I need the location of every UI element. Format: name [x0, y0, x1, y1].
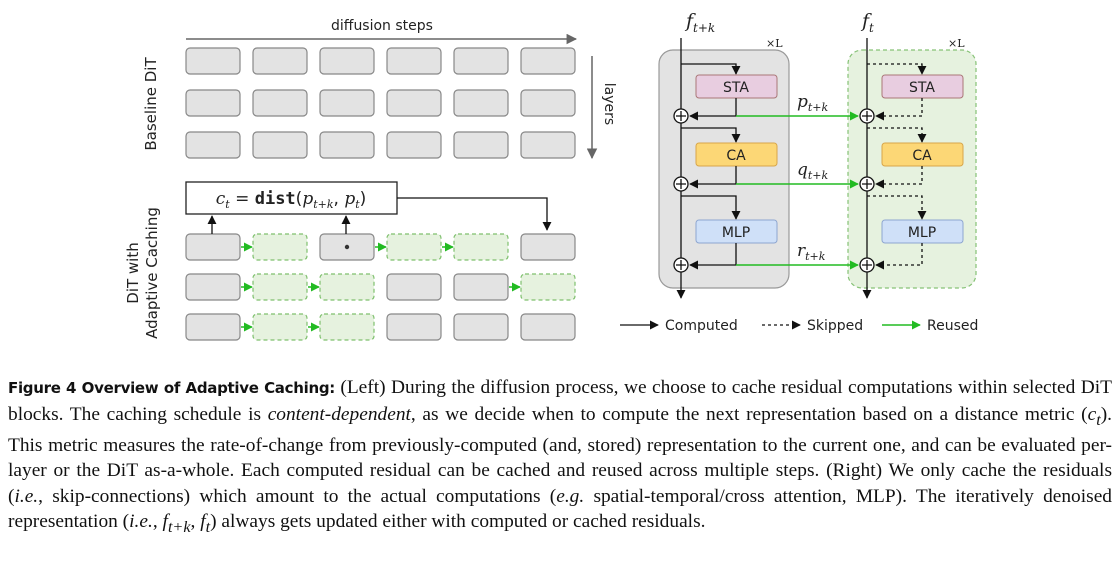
caption-math: f — [162, 511, 168, 533]
adaptive-label-line1: DiT with — [124, 242, 142, 303]
caption-emphasis: e.g. — [556, 485, 585, 507]
mlp-label-computed: MLP — [722, 225, 750, 241]
legend-computed: Computed — [665, 318, 738, 334]
baseline-block — [453, 89, 509, 117]
caption-text: , skip-connections) which amount to the … — [38, 485, 557, 507]
caption-math-sub: t — [1096, 411, 1101, 429]
cached-block — [252, 313, 308, 341]
ca-label-skipped: CA — [912, 148, 932, 164]
caption-text: ). This metric measures the rate-of-chan… — [8, 403, 1112, 507]
caption-text: , — [152, 511, 163, 533]
computed-block — [386, 313, 442, 341]
computed-block — [453, 273, 509, 301]
plus-icon — [673, 108, 689, 124]
cached-block — [252, 273, 308, 301]
caption-emphasis: i.e. — [129, 511, 153, 533]
baseline-grid — [185, 47, 576, 159]
baseline-block — [386, 131, 442, 159]
caption-text: spatial-temporal/cross attention, MLP). … — [8, 485, 1112, 533]
cached-block — [520, 273, 576, 301]
caption-emphasis: content-dependent — [267, 403, 411, 425]
sta-label-skipped: STA — [909, 80, 935, 96]
repeat-label-left: ×L — [766, 37, 783, 50]
plus-nodes — [673, 108, 875, 273]
ca-label-computed: CA — [726, 148, 746, 164]
baseline-block — [520, 131, 576, 159]
baseline-block — [252, 47, 308, 75]
legend-reused: Reused — [927, 318, 978, 334]
caption-text: , as we decide when to compute the next … — [410, 403, 1088, 425]
computed-block — [520, 313, 576, 341]
cached-block — [252, 233, 308, 261]
reuse-arrows — [736, 111, 859, 270]
computed-block — [185, 233, 241, 261]
caption-math: f — [200, 511, 206, 533]
skipped-blocks: STA CA MLP — [867, 63, 964, 270]
caption-text: ) always gets updated either with comput… — [210, 511, 706, 533]
formula: ct = dist(pt+k, pt) — [216, 189, 367, 211]
figure-caption: Figure 4 Overview of Adaptive Caching: (… — [8, 375, 1112, 541]
baseline-block — [319, 89, 375, 117]
plus-icon — [673, 257, 689, 273]
input-left: ft+k — [684, 10, 715, 35]
plus-icon — [859, 176, 875, 192]
cached-block — [453, 233, 509, 261]
baseline-block — [252, 131, 308, 159]
y-axis-label: layers — [601, 83, 617, 125]
cached-block — [319, 273, 375, 301]
plus-icon — [673, 176, 689, 192]
adaptive-caching-figure: diffusion steps layers Baseline DiT DiT … — [124, 10, 978, 341]
baseline-block — [185, 47, 241, 75]
residual-q: qt+k — [797, 160, 829, 182]
baseline-block — [319, 131, 375, 159]
adaptive-label-line2: Adaptive Caching — [143, 207, 161, 339]
x-axis-label: diffusion steps — [331, 18, 433, 34]
baseline-block — [185, 89, 241, 117]
adaptive-grid — [185, 233, 576, 341]
baseline-block — [453, 47, 509, 75]
baseline-block — [453, 131, 509, 159]
baseline-block — [520, 47, 576, 75]
plus-icon — [859, 257, 875, 273]
formula-arrow-out — [397, 197, 552, 231]
caption-math-sub: t — [205, 519, 211, 537]
baseline-block — [252, 89, 308, 117]
caption-emphasis: i.e. — [14, 485, 39, 507]
legend-skipped: Skipped — [807, 318, 863, 334]
caption-text: (Left) During the diffusion process, we … — [8, 377, 1112, 425]
computed-block — [185, 313, 241, 341]
residual-p: pt+k — [797, 92, 829, 114]
caption-label: Figure 4 Overview of Adaptive Caching: — [8, 379, 335, 397]
input-right: ft — [860, 10, 874, 35]
computed-block — [520, 233, 576, 261]
baseline-label: Baseline DiT — [142, 57, 160, 151]
caption-math: c — [1087, 403, 1097, 425]
computed-blocks: STA CA MLP — [681, 63, 778, 270]
cached-block — [319, 313, 375, 341]
plus-icon — [859, 108, 875, 124]
residual-r: rt+k — [797, 241, 826, 263]
caption-math-sub: t+k — [167, 519, 191, 537]
computed-block — [453, 313, 509, 341]
legend: Computed Skipped Reused — [620, 318, 978, 334]
baseline-block — [386, 47, 442, 75]
baseline-block — [185, 131, 241, 159]
repeat-label-right: ×L — [948, 37, 965, 50]
computed-block — [386, 273, 442, 301]
caption-text: , — [190, 511, 201, 533]
baseline-block — [386, 89, 442, 117]
mlp-label-skipped: MLP — [908, 225, 936, 241]
computed-block — [185, 273, 241, 301]
cached-block — [386, 233, 442, 261]
sta-label-computed: STA — [723, 80, 749, 96]
current-step-dot — [344, 244, 350, 250]
baseline-block — [319, 47, 375, 75]
baseline-block — [520, 89, 576, 117]
